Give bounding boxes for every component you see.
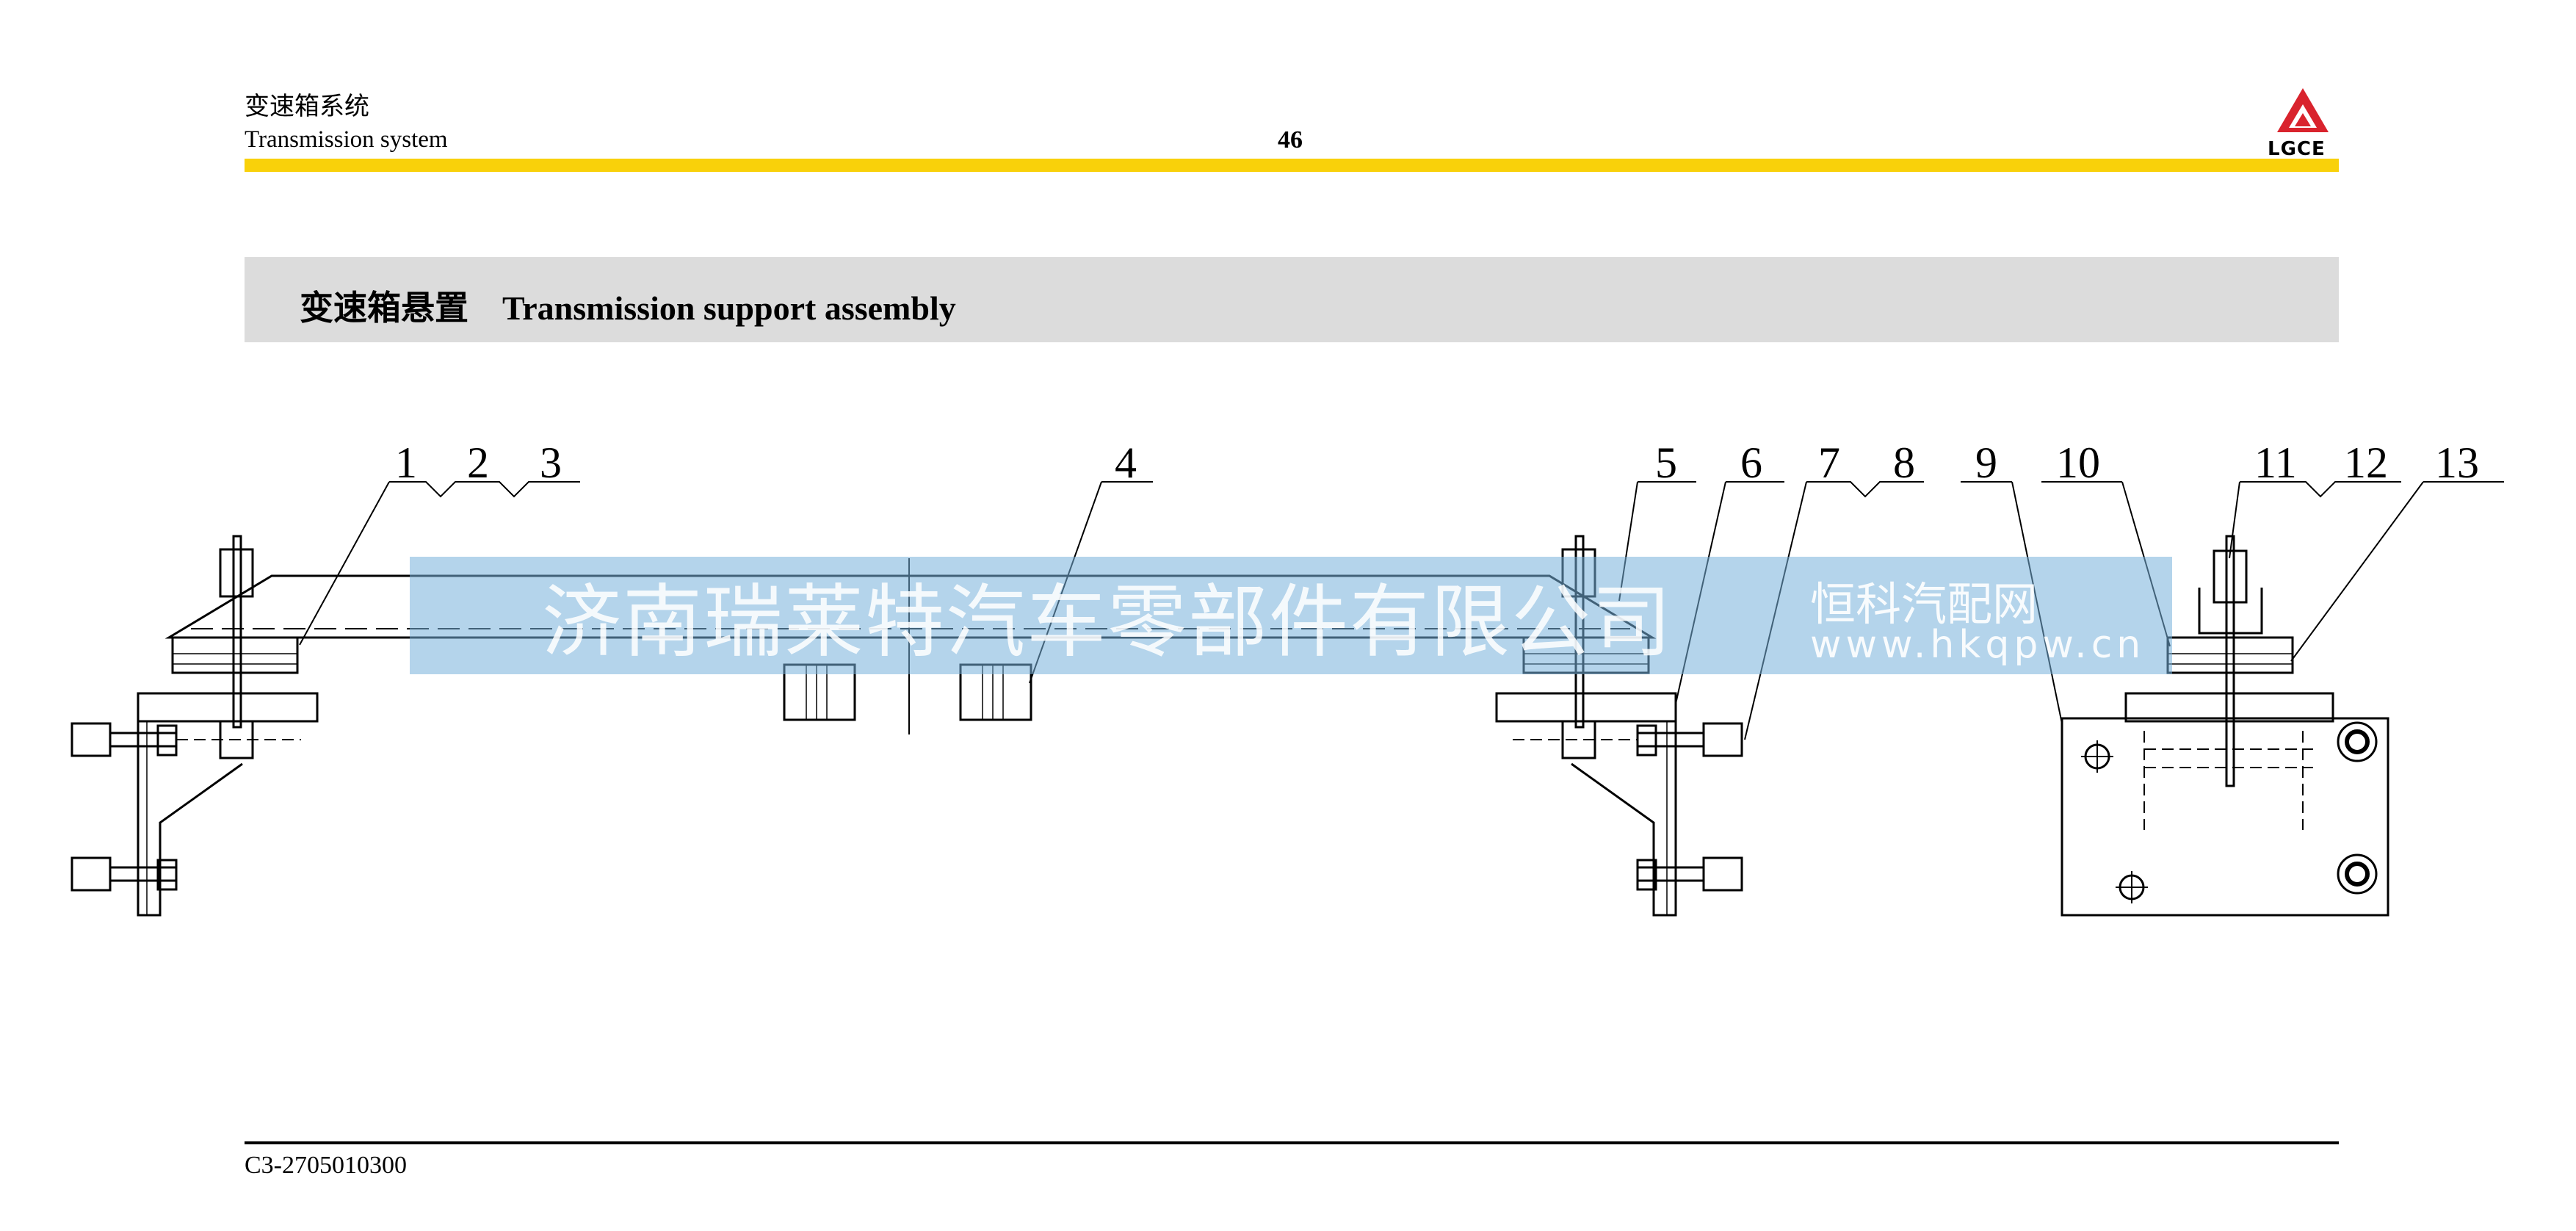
callout-13: 13 — [2435, 438, 2479, 487]
watermark-right-line2: www.hkqpw.cn — [1810, 623, 2146, 667]
header-title-cn: 变速箱系统 — [245, 93, 369, 120]
section-title-bar — [245, 257, 2339, 342]
callout-1: 1 — [395, 438, 417, 487]
callout-10: 10 — [2056, 438, 2100, 487]
callout-6: 6 — [1740, 438, 1762, 487]
logo-text: LGCE — [2268, 138, 2326, 160]
callout-12: 12 — [2344, 438, 2388, 487]
watermark-band — [410, 557, 2172, 674]
callout-8: 8 — [1893, 438, 1915, 487]
callout-9: 9 — [1975, 438, 1997, 487]
callout-3: 3 — [540, 438, 562, 487]
section-title: 变速箱悬置 Transmission support assembly — [300, 289, 956, 327]
lgce-logo-icon — [2277, 88, 2329, 132]
callout-4: 4 — [1115, 438, 1137, 487]
watermark-main: 济南瑞莱特汽车零部件有限公司 — [542, 577, 1674, 668]
footer-code: C3-2705010300 — [245, 1152, 407, 1179]
header-accent-bar — [245, 159, 2339, 172]
header-title-en: Transmission system — [245, 126, 448, 153]
footer-rule — [245, 1141, 2339, 1144]
watermark-right-line1: 恒科汽配网 — [1810, 577, 2038, 631]
callout-5: 5 — [1655, 438, 1677, 487]
callout-7: 7 — [1818, 438, 1840, 487]
transmission-support-drawing: 1 2 3 4 5 6 7 8 9 10 11 12 13 — [70, 438, 2504, 917]
callout-2: 2 — [467, 438, 489, 487]
callout-11: 11 — [2254, 438, 2297, 487]
left-mount — [70, 535, 319, 917]
page-number: 46 — [1278, 126, 1303, 154]
